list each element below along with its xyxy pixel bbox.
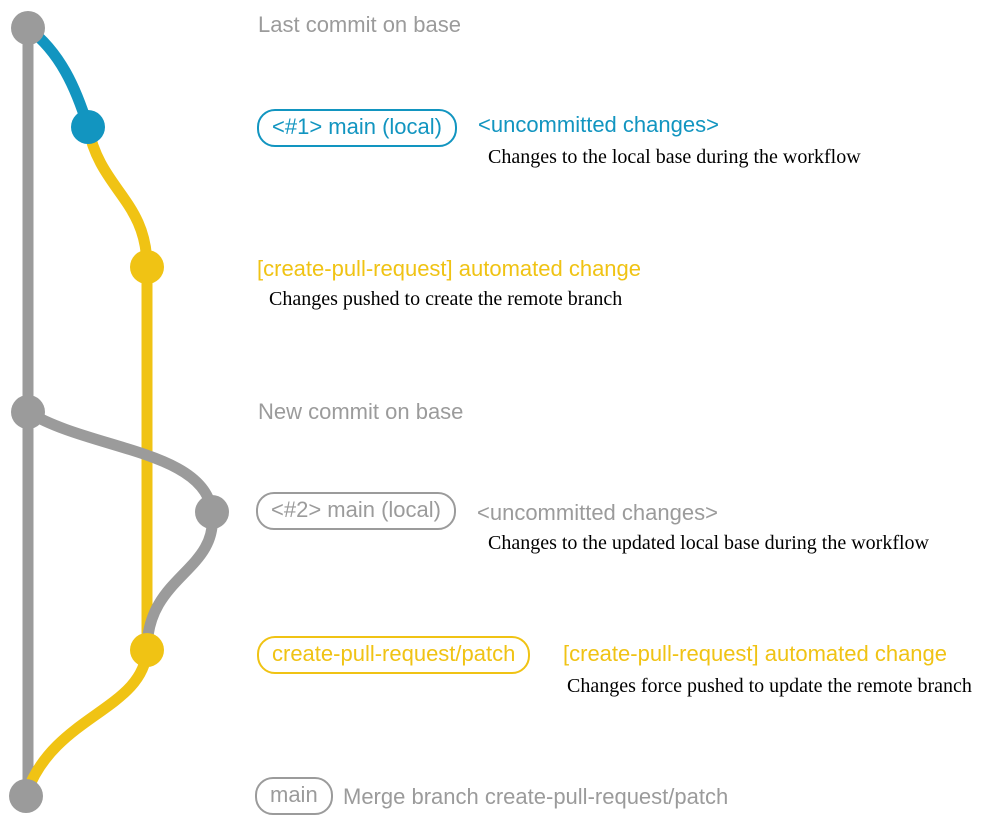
commit-local-1 xyxy=(71,110,105,144)
uncommitted-changes-status-2: <uncommitted changes> xyxy=(477,500,718,525)
edge-local-2-to-patch xyxy=(141,511,218,651)
branch-label-main-local-1: <#1> main (local) xyxy=(257,109,457,147)
branch1-description: Changes to the local base during the wor… xyxy=(488,146,861,168)
branch2-description: Changes to the updated local base during… xyxy=(488,532,929,554)
merge-commit-message: Merge branch create-pull-request/patch xyxy=(343,784,729,809)
commit-last-base xyxy=(11,11,45,45)
automated-change-message-2: [create-pull-request] automated change xyxy=(563,641,948,666)
branch-label-create-pull-request-patch: create-pull-request/patch xyxy=(257,636,531,674)
commit-automated-1 xyxy=(130,250,164,284)
uncommitted-changes-status-1: <uncommitted changes> xyxy=(478,112,719,137)
commit-automated-2 xyxy=(130,633,164,667)
automated-change-description-1: Changes pushed to create the remote bran… xyxy=(269,288,623,310)
automated-change-message-1: [create-pull-request] automated change xyxy=(257,256,642,281)
commit-new-base xyxy=(11,395,45,429)
commit-merge xyxy=(9,779,43,813)
edge-base-to-local-2 xyxy=(25,407,218,514)
edge-local-1-to-patch xyxy=(82,125,153,268)
edge-branch-to-local-1 xyxy=(24,23,94,129)
automated-change-description-2: Changes force pushed to update the remot… xyxy=(567,675,972,697)
new-commit-title: New commit on base xyxy=(258,399,464,424)
branch-label-main: main xyxy=(255,777,333,815)
branch-label-main-local-2: <#2> main (local) xyxy=(256,492,456,530)
edge-patch-merge-to-base xyxy=(21,649,153,794)
last-commit-title: Last commit on base xyxy=(258,12,461,37)
commit-local-2 xyxy=(195,495,229,529)
